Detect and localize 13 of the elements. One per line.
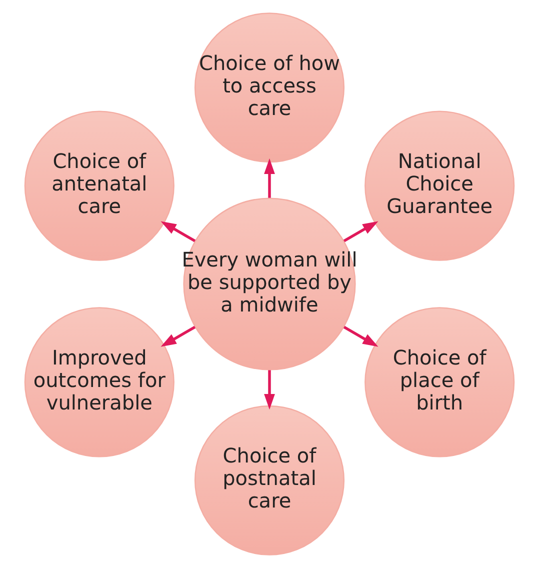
arrow: [264, 158, 274, 198]
node-circle: Choice of antenatal care: [24, 110, 174, 261]
node-circle: Choice of place of birth: [364, 307, 514, 458]
node-circle: National Choice Guarantee: [364, 110, 514, 261]
arrow: [160, 326, 196, 347]
node-circle: Choice of postnatal care: [194, 405, 344, 556]
node-circle: Every woman will be supported by a midwife: [182, 198, 356, 370]
node-circle: Choice of how to access care: [194, 12, 344, 163]
arrow: [264, 370, 274, 410]
arrow: [342, 326, 378, 347]
node-circle: Improved outcomes for vulnerable: [24, 307, 174, 458]
arrow: [342, 221, 378, 242]
arrow: [160, 221, 196, 242]
